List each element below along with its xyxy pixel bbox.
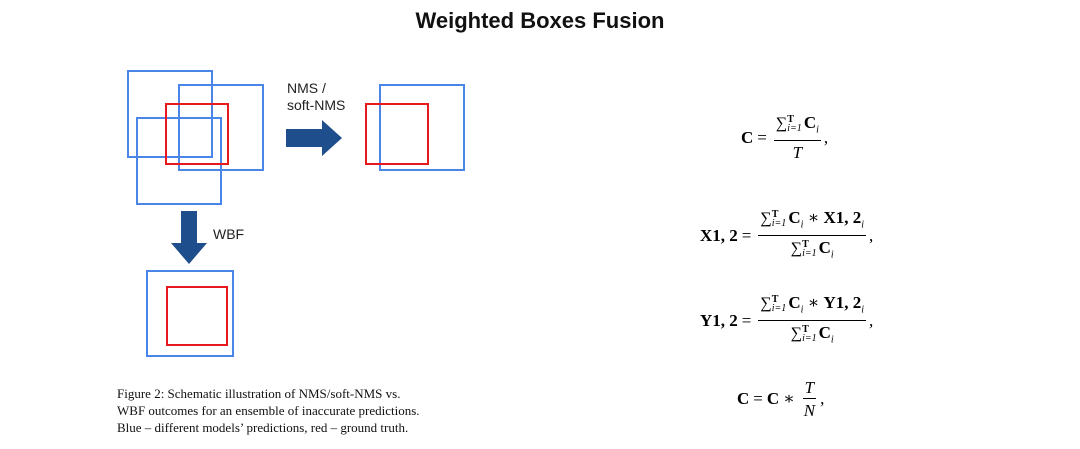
caption-line: Blue – different models’ predictions, re… [117,420,409,435]
prediction-box [127,70,213,158]
nms-label: NMS / soft-NMS [287,80,345,114]
caption-line: WBF outcomes for an ensemble of inaccura… [117,403,420,418]
nms-label-line2: soft-NMS [287,97,346,113]
prediction-box [136,117,222,205]
arrow-right-icon [286,120,342,156]
eq-lhs: X1, 2 [700,226,738,246]
eq-lhs: Y1, 2 [700,311,738,331]
figure-caption: Figure 2: Schematic illustration of NMS/… [117,385,497,436]
page-title: Weighted Boxes Fusion [415,8,665,33]
nms-result [365,84,465,171]
arrow-down-icon [171,211,207,264]
ground-truth-box [365,103,429,165]
eq-lhs: C [737,389,750,408]
ground-truth-box [165,103,229,165]
prediction-cluster [127,70,264,205]
wbf-result [146,270,234,357]
eq-lhs: C [741,127,754,147]
prediction-box [146,270,234,357]
equation-confidence-rescale: C = C ∗ T N , [737,378,825,420]
nms-label-line1: NMS / [287,80,326,96]
prediction-box [379,84,465,171]
caption-line: Figure 2: Schematic illustration of NMS/… [117,386,401,401]
ground-truth-box [166,286,228,346]
wbf-label: WBF [213,226,245,242]
